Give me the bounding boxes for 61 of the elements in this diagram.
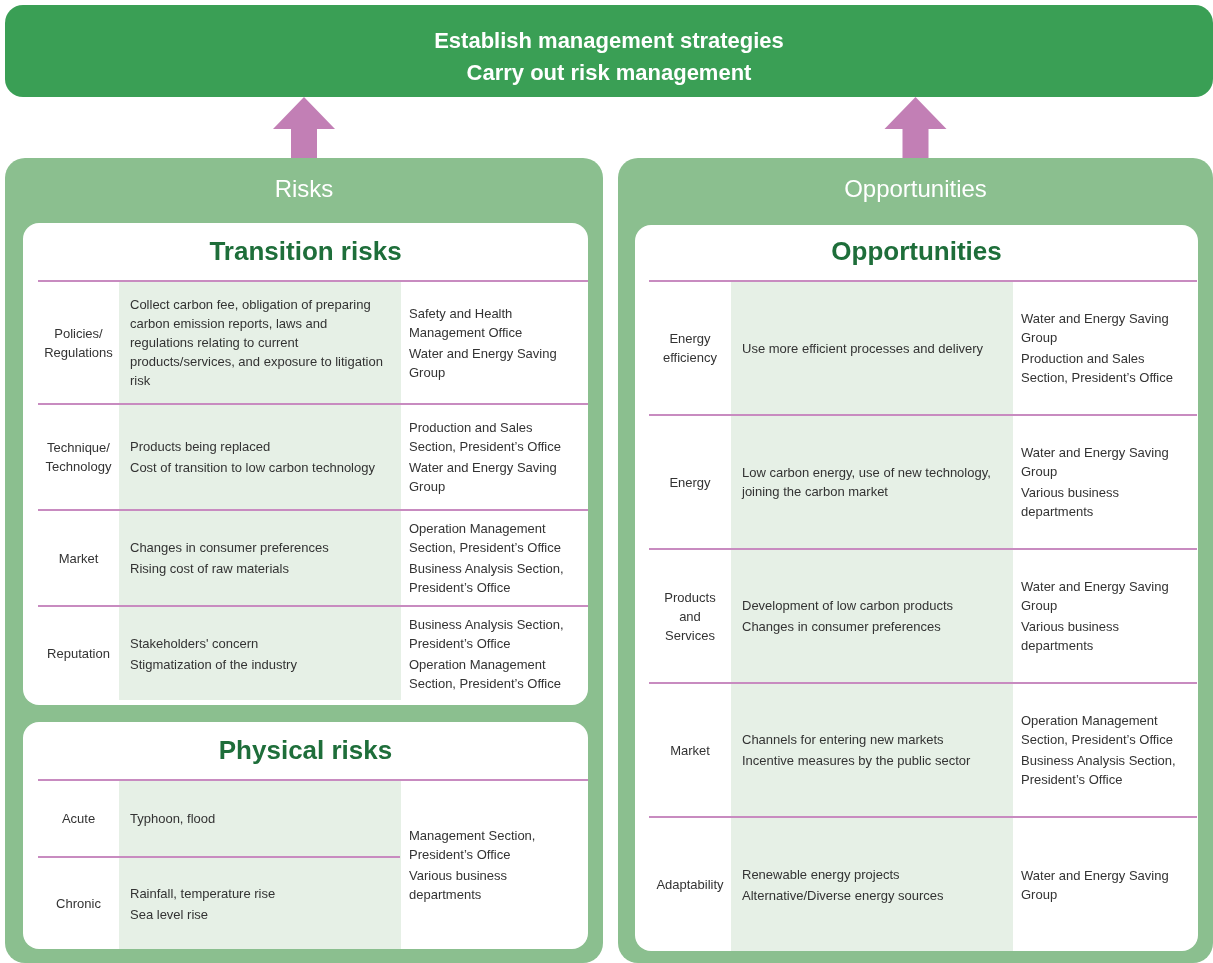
header-banner xyxy=(5,5,1213,97)
row-heading: Energy efficiency xyxy=(662,330,718,367)
responsible-unit: Business Analysis Section, President’s Office xyxy=(1021,752,1177,789)
row-heading: Energy xyxy=(669,473,711,492)
responsible-unit: Water and Energy Saving Group xyxy=(1021,866,1170,904)
description-text: Alternative/Diverse energy sources xyxy=(742,886,945,905)
description-text: Low carbon energy, use of new technology, joining the carbon market xyxy=(742,464,992,501)
description-text: Channels for entering new markets xyxy=(742,731,945,749)
responsible-unit: Operation Management Section, President’s Office xyxy=(409,520,562,557)
description-text: Use more efficient processes and delivery xyxy=(742,339,985,358)
row-heading: Market xyxy=(58,549,99,568)
responsible-unit: Operation Management Section, President’s Office xyxy=(1021,712,1174,749)
row-heading: Products and Services xyxy=(663,588,717,645)
responsible-unit: Water and Energy Saving Group xyxy=(409,344,558,382)
row-heading: Acute xyxy=(61,810,96,828)
responsible-unit: Water and Energy Saving Group xyxy=(409,459,558,496)
row-heading: Adaptability xyxy=(656,876,724,894)
category-panel xyxy=(5,158,603,963)
responsible-unit: Operation Management Section, President’s Office xyxy=(409,655,562,693)
description-text: Sea level rise xyxy=(130,905,210,924)
description-text: Typhoon, flood xyxy=(130,810,217,828)
description-text: Rainfall, temperature rise xyxy=(130,884,277,903)
description-text: Collect carbon fee, obligation of preparing carbon emission reports, laws and regulations relating to current products/services, and exposure to litigation risk xyxy=(130,296,384,390)
description-text: Stakeholders' concern xyxy=(130,634,260,653)
responsible-unit: Business Analysis Section, President’s Office xyxy=(409,560,565,597)
row-heading: Technique/ Technology xyxy=(44,439,113,476)
banner-text: Establish management strategies xyxy=(434,27,784,55)
card-title: Transition risks xyxy=(209,235,402,267)
responsible-unit: Production and Sales Section, President’s Office xyxy=(409,419,562,456)
responsible-unit: Water and Energy Saving Group xyxy=(1021,310,1170,347)
responsible-unit: Various business departments xyxy=(409,867,509,904)
description-text: Stigmatization of the industry xyxy=(130,655,298,674)
description-text: Cost of transition to low carbon technology xyxy=(130,459,376,477)
responsible-unit: Production and Sales Section, President’s Office xyxy=(1021,350,1174,387)
responsible-unit: Water and Energy Saving Group xyxy=(1021,444,1170,481)
description-text: Incentive measures by the public sector xyxy=(742,752,972,770)
row-heading: Reputation xyxy=(47,645,110,663)
responsible-unit: Various business departments xyxy=(1021,484,1121,521)
description-text: Changes in consumer preferences xyxy=(130,539,330,557)
panel-title: Risks xyxy=(274,174,334,204)
description-text: Products being replaced xyxy=(130,438,272,456)
responsible-unit: Water and Energy Saving Group xyxy=(1021,578,1170,615)
description-text: Rising cost of raw materials xyxy=(130,560,290,578)
responsible-unit: Management Section, President’s Office xyxy=(409,827,537,864)
risk-card xyxy=(23,223,588,705)
row-heading: Chronic xyxy=(56,895,101,913)
responsible-unit: Various business departments xyxy=(1021,618,1121,655)
description-text: Renewable energy projects xyxy=(742,865,901,884)
panel-title: Opportunities xyxy=(844,174,987,204)
block-arrow xyxy=(273,97,335,158)
row-heading: Market xyxy=(670,741,710,760)
block-arrow xyxy=(884,97,947,158)
row-heading: Policies/ Regulations xyxy=(43,324,114,362)
risk-card xyxy=(23,722,588,949)
description-text: Changes in consumer preferences xyxy=(742,618,942,636)
responsible-unit: Business Analysis Section, President’s Office xyxy=(409,615,565,653)
card-title: Physical risks xyxy=(218,734,393,766)
responsible-unit: Safety and Health Management Office xyxy=(409,304,524,342)
description-text: Development of low carbon products xyxy=(742,597,954,615)
banner-text: Carry out risk management xyxy=(466,59,752,87)
card-title: Opportunities xyxy=(831,235,1002,267)
